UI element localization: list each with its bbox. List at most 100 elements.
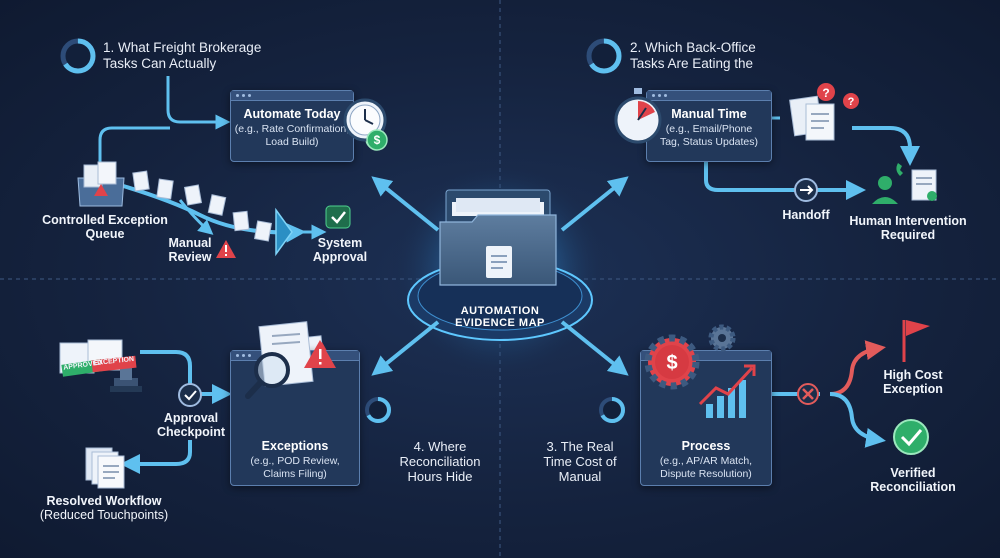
folder-icon	[439, 189, 557, 286]
flow-q3-to-high-cost	[829, 340, 886, 396]
flow-q3-to-verified	[829, 392, 886, 448]
progress-ring-icon	[60, 38, 96, 74]
label-line: System	[317, 236, 363, 250]
progress-ring-icon	[599, 397, 625, 423]
progress-ring-icon	[365, 397, 391, 423]
document-icon	[789, 95, 835, 141]
label-line: Exception	[883, 382, 943, 397]
label-handoff: Handoff	[782, 208, 830, 222]
flow-q4-to-resolved	[120, 440, 192, 474]
handoff-icon	[794, 178, 818, 202]
label-human-intervention: Human Intervention Required	[838, 214, 978, 243]
phone-icon	[896, 163, 903, 176]
quadrant-1-header: 1. What Freight Brokerage Tasks Can Actu…	[103, 40, 303, 71]
hub-arrow-q2	[560, 176, 629, 232]
hub-arrow-q4	[371, 320, 440, 376]
quadrant-2-header: 2. Which Back-Office Tasks Are Eating th…	[630, 40, 830, 71]
header-line: 1. What Freight Brokerage	[103, 40, 262, 55]
label-line: Controlled Exception	[42, 213, 168, 227]
question-icon: ?	[817, 83, 835, 101]
label-resolved-workflow: Resolved Workflow (Reduced Touchpoints)	[24, 494, 184, 523]
hub-arrow-q1	[371, 176, 440, 232]
question-icon: ?	[843, 93, 859, 109]
flow-q2-docs-to-human	[852, 126, 920, 166]
card-title: Manual Time	[671, 107, 747, 121]
label-line: Human Intervention	[849, 214, 967, 228]
quadrant-4-header: 4. Where Reconciliation Hours Hide	[380, 439, 500, 485]
card-subtitle: (e.g., AP/AR Match,	[659, 455, 753, 467]
card-title: Exceptions	[261, 439, 329, 453]
center-title-line: EVIDENCE MAP	[455, 317, 545, 329]
quadrant-3-header: 3. The Real Time Cost of Manual	[520, 439, 640, 485]
card-subtitle: Dispute Resolution)	[660, 468, 752, 480]
warning-icon	[216, 240, 236, 258]
header-line: Manual	[558, 468, 602, 484]
block-x-icon	[797, 383, 819, 405]
label-line: Queue	[85, 227, 125, 242]
card-subtitle: Tag, Status Updates)	[659, 136, 759, 148]
dollar-coin-icon: $	[365, 128, 387, 150]
center-title: AUTOMATION EVIDENCE MAP	[420, 305, 580, 329]
label-line: Verified	[890, 466, 936, 480]
label-line: Approval	[312, 250, 368, 265]
card-process: Process (e.g., AP/AR Match, Dispute Reso…	[640, 350, 772, 486]
label-high-cost-exception: High Cost Exception	[868, 368, 958, 397]
label-approval-checkpoint: Approval Checkpoint	[146, 411, 236, 440]
card-subtitle: Claims Filing)	[263, 468, 327, 480]
label-line: Manual	[168, 236, 212, 250]
label-line: (Reduced Touchpoints)	[39, 508, 169, 523]
label-system-approval: System Approval	[300, 236, 380, 265]
header-line: 3. The Real	[546, 439, 614, 454]
gate-icon	[275, 207, 293, 257]
document-icon	[85, 447, 125, 489]
document-icon	[132, 170, 273, 242]
card-automate-today: Automate Today (e.g., Rate Confirmation,…	[230, 90, 354, 162]
flow-q1-to-review	[178, 199, 214, 235]
label-line: Required	[880, 228, 936, 243]
label-controlled-exception-queue: Controlled Exception Queue	[30, 213, 180, 242]
svg-text:?: ?	[848, 96, 855, 108]
header-line: 4. Where	[413, 439, 467, 454]
flow-q1-header-to-card	[166, 76, 231, 130]
center-title-line: AUTOMATION	[460, 305, 540, 317]
queue-tray-icon	[77, 161, 125, 207]
header-line: Hours Hide	[407, 468, 473, 484]
label-line: Resolved Workflow	[46, 494, 162, 508]
label-manual-review: Manual Review	[158, 236, 222, 265]
hub-arrow-q3	[560, 320, 629, 376]
gear-icon	[708, 324, 736, 352]
header-line: Tasks Can Actually	[103, 55, 217, 71]
svg-text:$: $	[373, 132, 380, 146]
check-icon	[893, 419, 929, 455]
label-verified-reconciliation: Verified Reconciliation	[858, 466, 968, 495]
header-line: Time Cost of	[543, 453, 617, 469]
flow-q4-stamp-to-card	[140, 350, 192, 384]
document-icon	[911, 169, 937, 201]
check-icon	[325, 205, 351, 229]
card-subtitle: Load Build)	[265, 136, 319, 148]
card-title: Process	[681, 439, 731, 453]
label-line: High Cost	[883, 368, 943, 382]
flag-icon	[902, 320, 930, 362]
center-hub	[390, 160, 610, 380]
flow-q2-card-to-handoff	[704, 160, 866, 200]
label-line: Checkpoint	[156, 425, 226, 440]
header-line: Reconciliation	[399, 453, 481, 469]
label-line: Review	[168, 250, 212, 265]
header-line: Tasks Are Eating the	[630, 55, 754, 71]
card-subtitle: (e.g., Rate Confirmation,	[234, 123, 350, 135]
svg-text:?: ?	[822, 86, 829, 100]
card-subtitle: (e.g., POD Review,	[250, 455, 340, 467]
flow-q1-queue-to-card	[98, 126, 170, 170]
checkpoint-icon	[178, 383, 202, 407]
card-exceptions: Exceptions (e.g., POD Review, Claims Fil…	[230, 350, 360, 486]
card-subtitle: (e.g., Email/Phone	[665, 123, 753, 135]
header-line: 2. Which Back-Office	[630, 40, 756, 55]
progress-ring-icon	[586, 38, 622, 74]
person-icon	[872, 176, 898, 204]
label-line: Reconciliation	[870, 480, 956, 495]
card-manual-time: Manual Time (e.g., Email/Phone Tag, Stat…	[646, 90, 772, 162]
label-line: Approval	[163, 411, 219, 425]
card-title: Automate Today	[243, 107, 341, 121]
